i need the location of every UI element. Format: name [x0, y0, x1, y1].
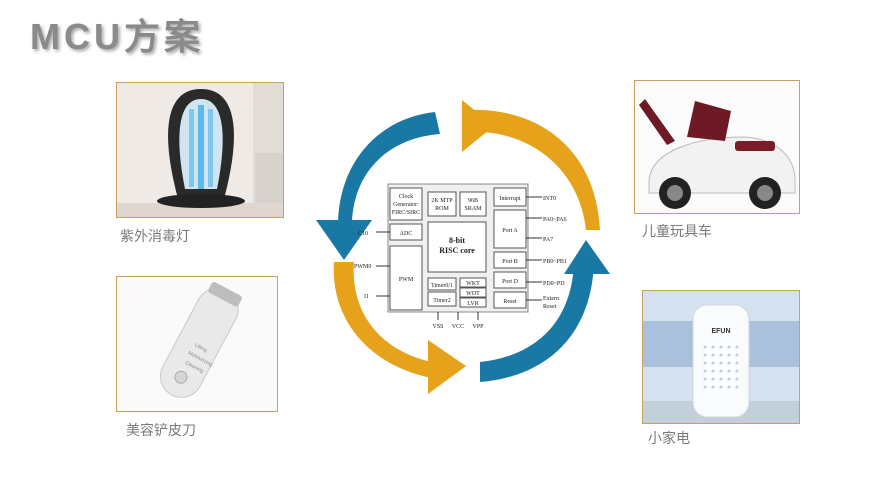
appliance-caption: 小家电: [648, 430, 690, 446]
core-line-1: 8-bit: [449, 236, 465, 245]
rom-line-1: 2K MTP: [431, 198, 453, 204]
orange-arrow-bottom: [333, 262, 432, 378]
pin-i1: I1: [364, 294, 369, 300]
pin-pwm0: PWM0: [354, 264, 371, 270]
pin-external-1: Extern: [543, 296, 559, 302]
pin-c10: C10: [358, 231, 368, 237]
port-a-label: Port A: [502, 228, 518, 234]
pin-vcc: VCC: [452, 324, 464, 330]
pin-vss: VSS: [432, 324, 443, 330]
wdt-label: WDT: [466, 291, 480, 297]
pin-pa7: PA7: [543, 237, 553, 243]
uv-lamp-caption: 紫外消毒灯: [120, 228, 190, 244]
uv-lamp-photo: [116, 82, 284, 218]
pin-pd: PD0~PD: [543, 281, 565, 287]
device-text-1: Lifting: [193, 342, 208, 354]
blue-arrowhead-top: [316, 220, 372, 260]
clock-line-1: Clock: [399, 194, 413, 200]
adc-label: ADC: [400, 231, 413, 237]
wkt-label: WKT: [466, 281, 480, 287]
sram-line-1: 96B: [468, 198, 478, 204]
orange-arrowhead-top: [462, 100, 494, 152]
rom-line-2: ROM: [435, 206, 449, 212]
pin-pb: PB0~PB1: [543, 259, 567, 265]
pin-external-2: Reset: [543, 304, 557, 310]
orange-arrowhead-bottom: [428, 340, 466, 394]
port-d-label: Port D: [502, 279, 519, 285]
blue-arrowhead-bottom: [564, 240, 610, 274]
pin-pa0: PA0~PA6: [543, 217, 566, 223]
pwm-label: PWM: [399, 277, 414, 283]
port-b-label: Port B: [502, 259, 518, 265]
timer01-label: Timer0/1: [431, 283, 453, 289]
toy-car-caption: 儿童玩具车: [642, 223, 712, 239]
pin-int0: INT0: [543, 196, 556, 202]
timer2-label: Timer2: [433, 298, 450, 304]
interrupt-label: Interrupt: [500, 196, 521, 202]
appliance-brand-text: EFUN: [711, 328, 730, 335]
beauty-device-caption: 美容铲皮刀: [126, 422, 196, 438]
lvr-label: LVR: [467, 301, 478, 307]
page-title: MCU方案: [30, 16, 204, 57]
clock-line-2: Generator:: [393, 202, 419, 208]
reset-label: Reset: [503, 299, 517, 305]
clock-line-3: FIRC/SIRC: [392, 210, 420, 216]
beauty-device-photo: Lifting Moisturizing Cleaning: [116, 276, 278, 412]
pin-vpp: VPP: [472, 324, 484, 330]
toy-car-photo: [634, 80, 800, 214]
sram-line-2: SRAM: [464, 206, 482, 212]
blue-arrow-top: [338, 112, 440, 222]
appliance-photo: EFUN: [642, 290, 800, 424]
core-line-2: RISC core: [439, 246, 475, 255]
